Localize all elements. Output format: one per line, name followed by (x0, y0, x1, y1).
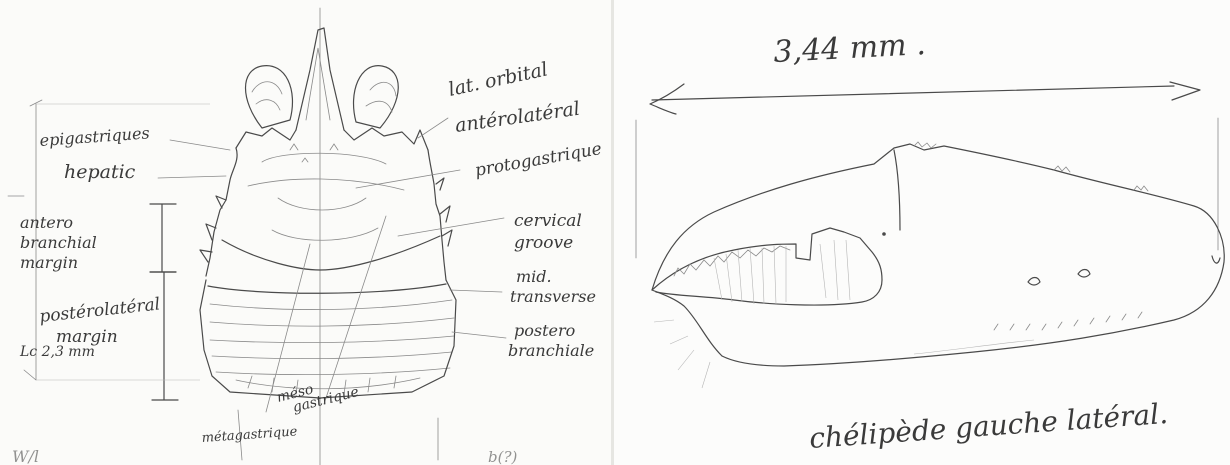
label-hepatic: hepatic (64, 161, 136, 183)
label-antero-branchial-line-2: branchial (20, 233, 97, 252)
label-antero-branchial-line-3: margin (20, 253, 78, 272)
carapace-labels: lat. orbital antérolatéral epigastriques… (0, 0, 612, 465)
label-anterolateral: antérolatéral (454, 98, 582, 137)
right-sheet-cheliped: 3,44 mm . chélipède gauche latéral. (614, 0, 1230, 465)
label-epigastriques: epigastriques (39, 123, 150, 150)
bottom-right-fragment: b(?) (488, 448, 517, 465)
label-postero-line-1: postero (514, 321, 575, 340)
dimension-label: 3,44 mm . (773, 27, 927, 70)
bottom-left-fragment: W/l (12, 447, 39, 465)
label-cervical-groove: cervical groove (514, 211, 582, 253)
label-metagastrique: métagastrique (201, 424, 298, 446)
label-cervical-line-1: cervical (514, 211, 582, 231)
label-postero-branchiale: postero branchiale (508, 321, 594, 360)
label-cervical-line-2: groove (514, 233, 573, 253)
label-meso-gastrique: méso gastrique (275, 381, 360, 416)
label-antero-branchial-line-1: antero (20, 213, 73, 232)
left-sheet-carapace: lat. orbital antérolatéral epigastriques… (0, 0, 612, 465)
label-mid-transverse: mid. transverse (510, 267, 596, 306)
label-posterolateral: postérolatéral margin (38, 294, 161, 347)
label-postero-line-2: branchiale (508, 341, 594, 360)
caption-cheliped: chélipède gauche latéral. (808, 397, 1169, 455)
label-mid-line-1: mid. (516, 267, 552, 286)
label-mid-line-2: transverse (510, 287, 596, 306)
label-carapace-length: Lc 2,3 mm (19, 344, 95, 360)
cheliped-labels: 3,44 mm . chélipède gauche latéral. (614, 0, 1230, 465)
label-antero-branchial: antero branchial margin (20, 213, 97, 272)
label-posterolateral-line-1: postérolatéral (38, 294, 161, 327)
label-protogastrique: protogastrique (473, 139, 603, 181)
label-lat-orbital: lat. orbital (446, 58, 549, 101)
